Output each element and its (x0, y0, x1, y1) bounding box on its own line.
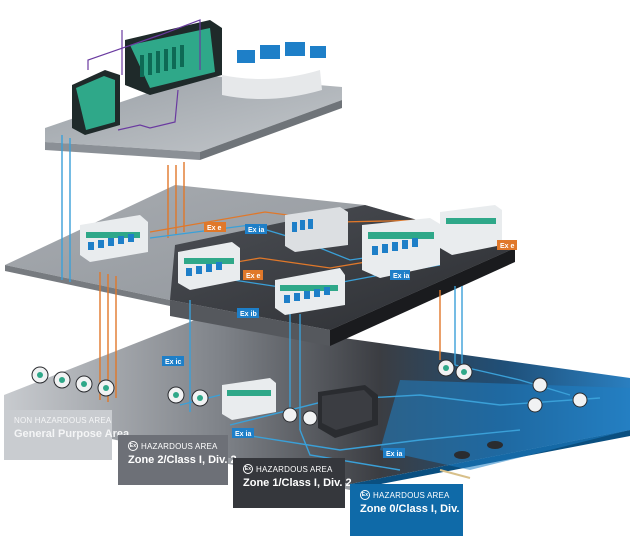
svg-text:Ex ia: Ex ia (235, 431, 251, 438)
svg-text:Ex e: Ex e (246, 273, 261, 280)
vertical-cable-bundle (61, 135, 463, 430)
svg-text:Ex ia: Ex ia (393, 273, 409, 280)
remote-io-module-left (80, 215, 148, 262)
ex-tag-upper-blue: Ex ia (245, 224, 267, 234)
zone-title: General Purpose Area (14, 428, 130, 440)
field-transmitters-zone0 (437, 359, 588, 413)
remote-io-zone1 (222, 378, 276, 420)
remote-io-module-lower (275, 268, 345, 315)
operator-workstation (222, 42, 326, 99)
ex-tag-ground-ia-left: Ex ia (232, 428, 254, 438)
ex-hazard-icon: Ex (243, 464, 253, 474)
field-transmitters-zone1 (282, 407, 318, 426)
svg-text:Ex ia: Ex ia (248, 227, 264, 234)
ex-tag-ground-ia-right: Ex ia (383, 448, 405, 458)
purple-network-frame (87, 19, 201, 131)
ex-tag-mid-orange: Ex e (243, 270, 263, 280)
zone-title: Zone 2/Class I, Div. 2 (128, 454, 237, 466)
zone-title: Zone 1/Class I, Div. 2 (243, 477, 352, 489)
sensors-zone0 (439, 441, 503, 479)
svg-text:Ex ic: Ex ic (165, 359, 181, 366)
barrier-module-top (285, 207, 348, 252)
ex-tag-ground-ic: Ex ic (162, 356, 184, 366)
svg-text:Ex e: Ex e (207, 225, 222, 232)
svg-text:Ex ib: Ex ib (240, 311, 257, 318)
ex-tag-mid-blue-small: Ex ia (390, 270, 410, 280)
field-transmitters-zone2 (167, 386, 209, 407)
remote-io-module-center (178, 242, 240, 290)
zone-kicker: NON HAZARDOUS AREA (14, 416, 112, 425)
field-transmitters-general-area (31, 366, 115, 397)
svg-text:Ex e: Ex e (500, 243, 515, 250)
remote-io-module-right (362, 218, 440, 278)
zone-label-general-purpose: NON HAZARDOUS AREA General Purpose Area (4, 410, 130, 460)
ex-hazard-icon: Ex (128, 441, 138, 451)
ex-tag-right-orange: Ex e (497, 240, 517, 250)
svg-text:Ex ia: Ex ia (386, 451, 402, 458)
zone-title: Zone 0/Class I, Div. 1 (360, 503, 469, 515)
ex-hazard-icon: Ex (360, 490, 370, 500)
fieldbus-junction-box (318, 385, 378, 438)
zone-kicker: HAZARDOUS AREA (373, 490, 450, 500)
ex-tag-lower-blue-ib: Ex ib (237, 308, 259, 318)
zone-kicker: HAZARDOUS AREA (141, 441, 218, 451)
ex-tag-upper-orange: Ex e (204, 222, 226, 232)
remote-io-module-far-right (440, 205, 502, 255)
zone-kicker: HAZARDOUS AREA (256, 464, 333, 474)
